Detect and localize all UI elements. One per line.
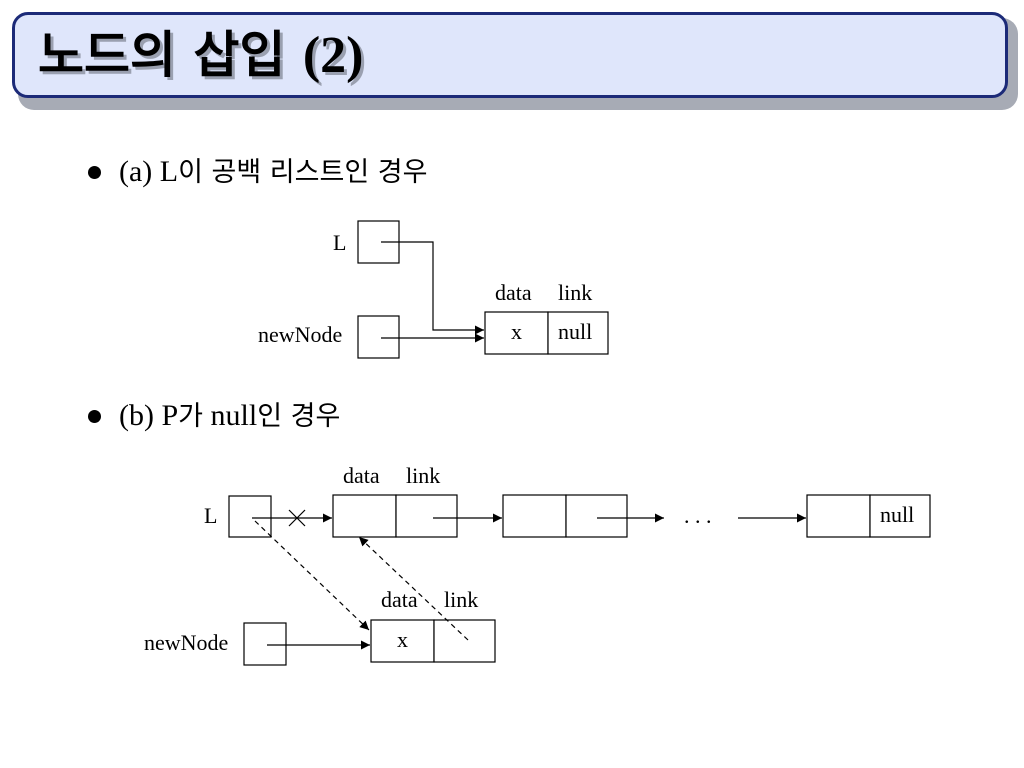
node-link-value: null	[558, 319, 592, 344]
bullet-b-latin: (b) P	[119, 399, 179, 432]
slide-title-main: 노드의 삽입	[38, 26, 286, 84]
cross-mark-icon	[288, 509, 306, 527]
bullet-a-korean: 이 공백 리스트인 경우	[178, 157, 428, 188]
node-data-value: x	[511, 319, 522, 344]
pointer-box-newnode	[243, 622, 287, 666]
bullet-b-korean-1: 가	[178, 401, 204, 432]
field-label-data: data	[343, 463, 380, 488]
field-label-link: link	[558, 280, 592, 305]
last-node-link-value: null	[880, 502, 914, 527]
pointer-label-l: L	[204, 503, 217, 528]
last-node-data-cell	[806, 494, 871, 538]
dashed-arrow-new-link-to-first	[358, 536, 469, 641]
new-field-label-data: data	[381, 587, 418, 612]
bullet-dot-icon	[88, 165, 101, 179]
bullet-a: (a) L이 공백 리스트인 경우	[88, 154, 427, 191]
ellipsis-label: . . .	[684, 503, 712, 528]
node2-link-cell	[565, 494, 628, 538]
diagram-a: L newNode data link x null	[258, 220, 609, 359]
arrow-l-to-node	[381, 241, 484, 335]
diagram-b: data link L . . . null data link x newNo…	[144, 463, 931, 666]
node1-link-cell	[395, 494, 458, 538]
newnode-label: newNode	[258, 322, 342, 347]
pointer-label-l: L	[333, 230, 346, 255]
node2-data-cell	[502, 494, 567, 538]
node1-data-cell	[332, 494, 397, 538]
bullet-dot-icon	[88, 409, 101, 423]
last-node-link-cell	[869, 494, 931, 538]
bullet-b-latin-2: null	[203, 399, 258, 432]
slide-title: 노드의 삽입 (2)	[38, 20, 363, 90]
field-label-link: link	[406, 463, 440, 488]
new-field-label-link: link	[444, 587, 478, 612]
field-label-data: data	[495, 280, 532, 305]
new-node-link-cell	[433, 619, 496, 663]
newnode-label: newNode	[144, 630, 228, 655]
slide-title-number: (2)	[302, 27, 364, 84]
title-banner	[12, 12, 1008, 98]
new-node-data-cell	[370, 619, 435, 663]
node-link-cell	[547, 311, 609, 355]
bullet-b-korean-2: 인 경우	[257, 401, 341, 432]
pointer-box-newnode	[357, 315, 400, 359]
new-node-data-value: x	[397, 627, 408, 652]
bullet-b: (b) P가 null인 경우	[88, 398, 340, 435]
node-data-cell	[484, 311, 549, 355]
bullet-a-latin: (a) L	[119, 155, 179, 188]
